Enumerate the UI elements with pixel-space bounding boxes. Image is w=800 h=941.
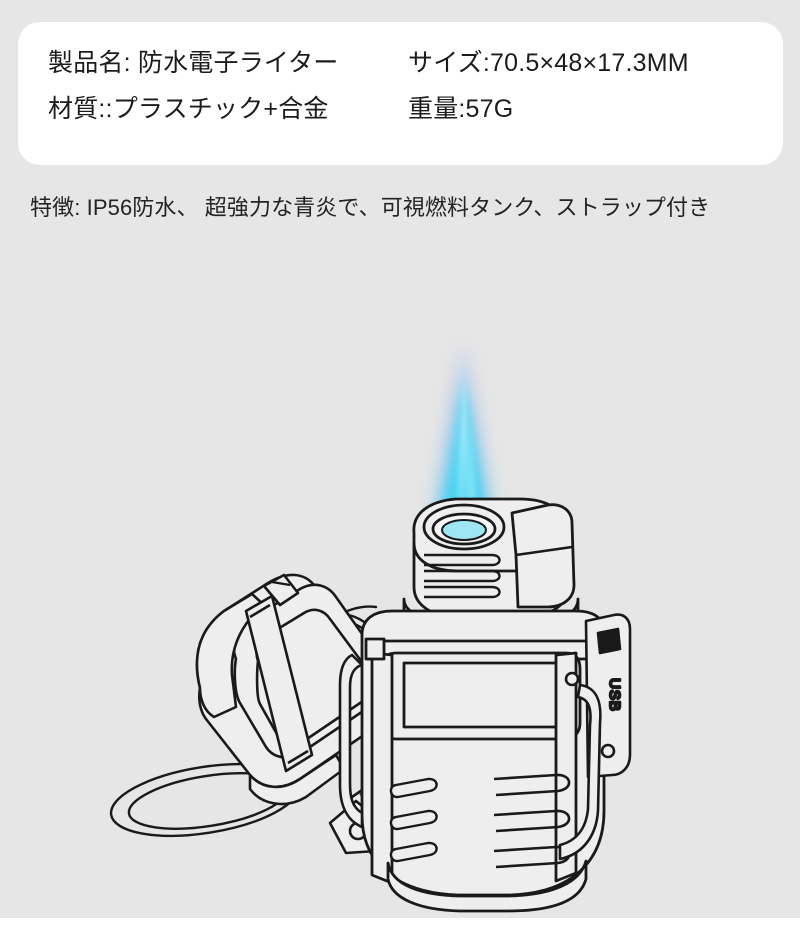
spec-card: 製品名: 防水電子ライター サイズ:70.5×48×17.3MM 材質::プラス… bbox=[18, 22, 783, 165]
flame bbox=[435, 333, 492, 517]
product-size-value: サイズ:70.5×48×17.3MM bbox=[408, 49, 689, 77]
lid-strap-line-b bbox=[287, 749, 309, 765]
body bbox=[360, 609, 606, 913]
body-right-rail bbox=[554, 651, 578, 883]
body-bottom-cap bbox=[386, 859, 588, 913]
lid-left-bulge bbox=[195, 592, 266, 719]
ignition-housing-edge bbox=[515, 545, 573, 557]
flame-secondary-jet bbox=[468, 410, 478, 513]
grip-ridges-left bbox=[389, 777, 438, 863]
body-screw-dot bbox=[564, 671, 580, 687]
ignition-button-housing bbox=[510, 503, 576, 609]
grip-ridge-left-2 bbox=[389, 809, 438, 831]
left-clip-arm bbox=[338, 653, 364, 829]
grip-ridge-left-3 bbox=[389, 841, 438, 863]
nozzle-opening bbox=[441, 519, 487, 541]
grip-ridge-right-2 bbox=[493, 809, 571, 833]
side-clip-arm bbox=[558, 683, 602, 861]
page-footer-strip bbox=[0, 918, 800, 941]
burner-ridge-3 bbox=[424, 585, 501, 599]
lid-strap-band bbox=[244, 594, 314, 773]
spec-row: 製品名: 防水電子ライター サイズ:70.5×48×17.3MM bbox=[48, 48, 783, 94]
left-clip-arm-shape bbox=[338, 653, 364, 829]
product-material-value: 材質::プラスチック+合金 bbox=[48, 95, 329, 123]
lanyard-attachment-lug bbox=[364, 637, 386, 661]
body-left-rail bbox=[370, 651, 394, 885]
burner-head bbox=[402, 497, 580, 635]
product-weight-value: 重量:57G bbox=[408, 95, 514, 123]
burner-ridge-1 bbox=[424, 553, 501, 567]
burner-ridge-2 bbox=[424, 569, 501, 583]
product-illustration: USB bbox=[0, 255, 800, 915]
usb-port-panel: USB bbox=[558, 613, 632, 861]
charge-indicator-led bbox=[600, 743, 616, 759]
burner-ridges bbox=[424, 553, 501, 599]
usb-label: USB bbox=[606, 678, 623, 712]
spec-row: 材質::プラスチック+合金 重量:57G bbox=[48, 94, 783, 140]
lighter-line-art: USB bbox=[109, 333, 632, 913]
lid-latch-groove bbox=[271, 580, 291, 587]
fuel-window-glass bbox=[402, 661, 560, 729]
product-name-value: 製品名: 防水電子ライター bbox=[48, 49, 339, 77]
lid-lower-lip bbox=[248, 753, 346, 806]
lid-strap-line-a bbox=[249, 603, 271, 619]
grip-ridge-left-1 bbox=[389, 777, 438, 799]
grip-ridge-right-1 bbox=[493, 773, 571, 797]
usb-port-slot bbox=[596, 627, 622, 655]
feature-text: 特徴: IP56防水、 超強力な青炎で、可視燃料タンク、ストラップ付き bbox=[30, 195, 711, 220]
